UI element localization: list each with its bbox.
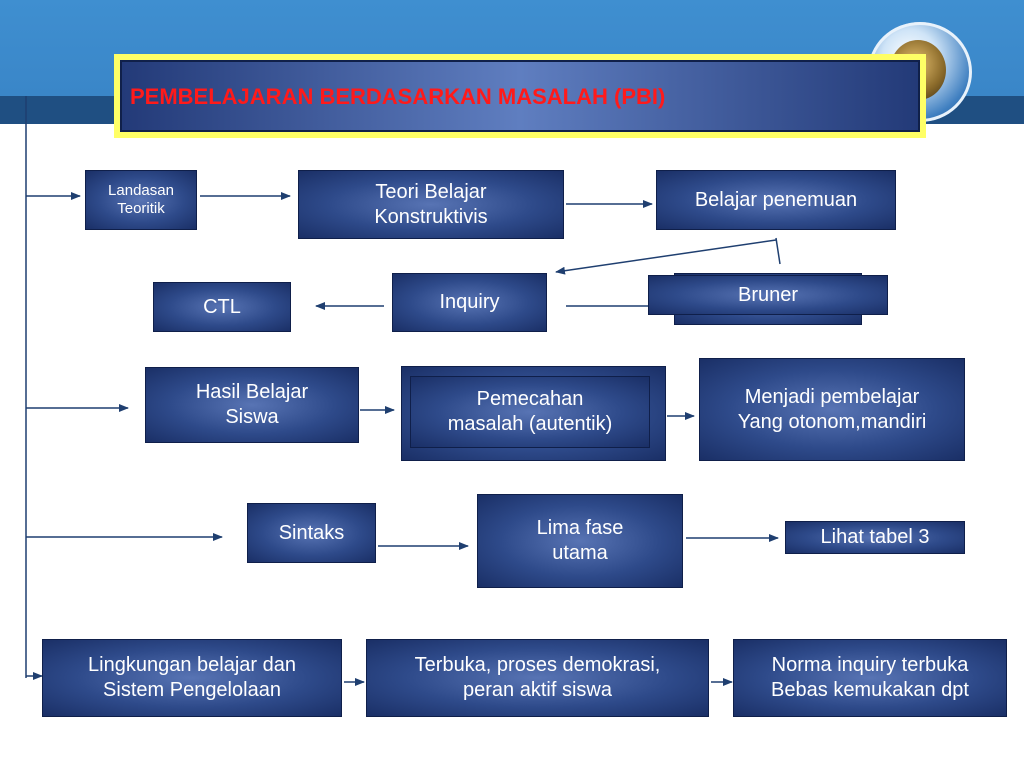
connector-penemuan-bruner xyxy=(775,237,781,265)
box-lingkungan-belajar: Lingkungan belajar dan Sistem Pengelolaa… xyxy=(42,639,342,717)
box-text-line: Norma inquiry terbuka xyxy=(771,654,969,676)
slide-title: PEMBELAJARAN BERDASARKAN MASALAH (PBI) xyxy=(130,84,666,109)
box-text-line: Teoritik xyxy=(117,200,165,217)
box-text-line: Lihat tabel 3 xyxy=(820,526,930,548)
box-text-line: Yang otonom,mandiri xyxy=(737,410,927,433)
box-belajar-penemuan: Belajar penemuan xyxy=(656,170,896,230)
box-text-line: Teori Belajar xyxy=(375,180,487,203)
box-hasil-belajar: Hasil Belajar Siswa xyxy=(145,367,359,443)
box-text-line: masalah (autentik) xyxy=(447,413,613,435)
box-sintaks: Sintaks xyxy=(247,503,376,563)
box-text-line: Inquiry xyxy=(439,291,500,313)
box-text-line: peran aktif siswa xyxy=(463,679,612,701)
box-text-line: Terbuka, proses demokrasi, xyxy=(414,654,661,676)
box-text-line: Lima fase xyxy=(536,517,624,539)
box-ctl: CTL xyxy=(153,282,291,332)
box-text-line: CTL xyxy=(203,295,241,318)
box-terbuka: Terbuka, proses demokrasi, peran aktif s… xyxy=(366,639,709,717)
box-lima-fase: Lima fase utama xyxy=(477,494,683,588)
box-menjadi-pembelajar: Menjadi pembelajar Yang otonom,mandiri xyxy=(699,358,965,461)
connector-bruner-inquiry xyxy=(555,239,777,275)
box-text-line: Menjadi pembelajar xyxy=(744,385,920,408)
box-norma-inquiry: Norma inquiry terbuka Bebas kemukakan dp… xyxy=(733,639,1007,717)
box-bruner: Bruner xyxy=(648,275,888,315)
box-text-line: Pemecahan xyxy=(476,388,584,410)
box-text-line: Bruner xyxy=(737,283,799,306)
box-text-line: Siswa xyxy=(225,406,279,428)
box-text-line: Lingkungan belajar dan xyxy=(88,654,296,676)
box-text-line: utama xyxy=(552,542,608,564)
box-teori-belajar: Teori Belajar Konstruktivis xyxy=(298,170,564,239)
box-text-line: Bebas kemukakan dpt xyxy=(771,679,969,701)
box-landasan-teoritik: Landasan Teoritik xyxy=(85,170,197,230)
box-pemecahan-masalah: Pemecahan masalah (autentik) xyxy=(410,376,650,448)
box-text-line: Konstruktivis xyxy=(374,205,488,228)
box-text-line: Hasil Belajar xyxy=(195,381,309,403)
title-panel xyxy=(120,60,920,132)
box-inquiry: Inquiry xyxy=(392,273,547,332)
box-text-line: Sistem Pengelolaan xyxy=(103,679,281,701)
box-text-line: Sintaks xyxy=(278,521,345,544)
box-lihat-tabel: Lihat tabel 3 xyxy=(785,521,965,554)
box-text-line: Belajar penemuan xyxy=(694,188,858,211)
box-text-line: Landasan xyxy=(108,182,174,199)
